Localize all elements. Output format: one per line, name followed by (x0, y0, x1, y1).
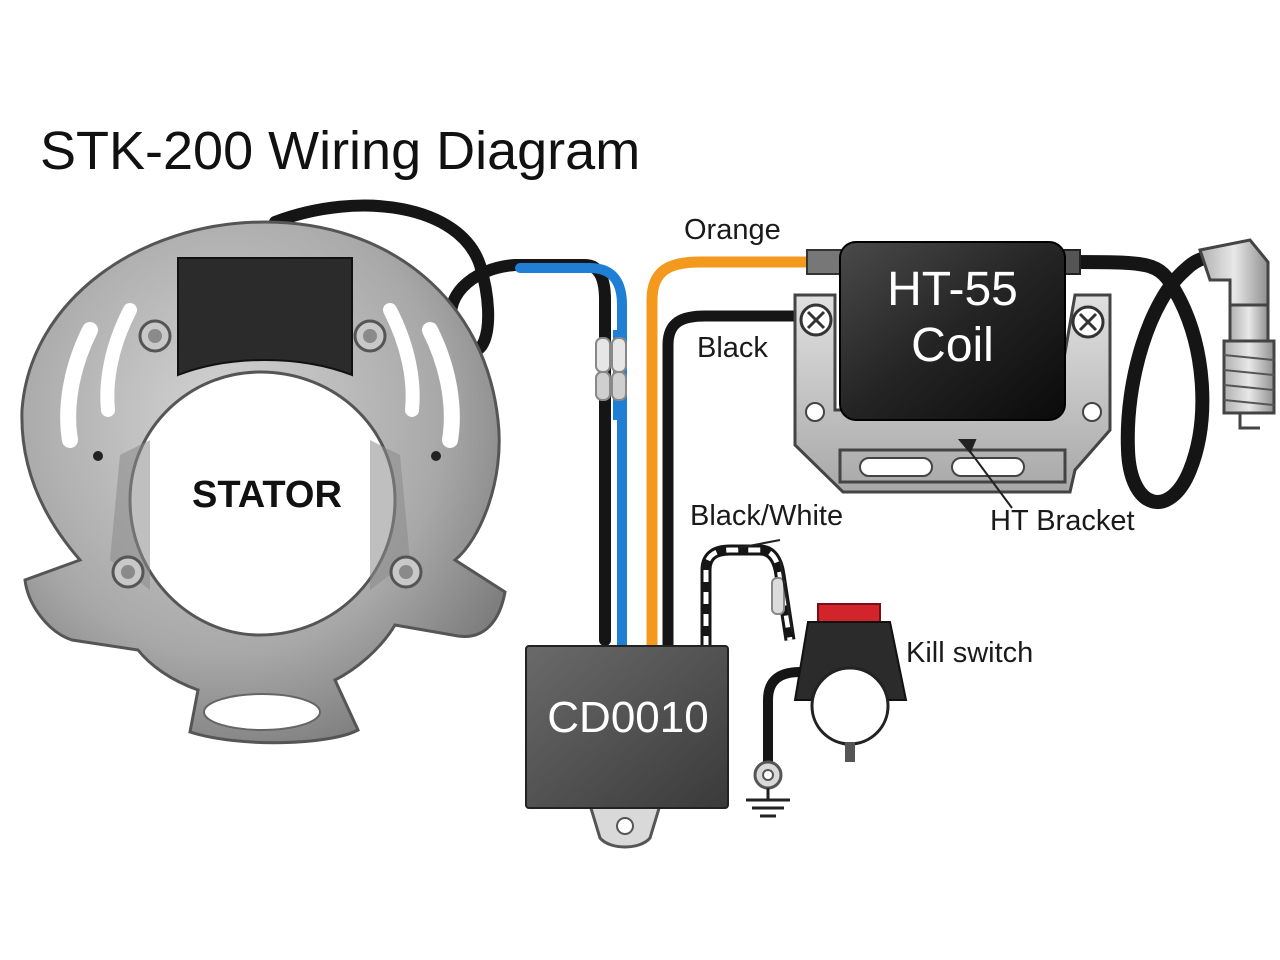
bullet-connectors (595, 337, 627, 401)
black-wire (662, 310, 806, 654)
coil-label-model: HT-55 (887, 263, 1018, 316)
orange-wire-label: Orange (684, 214, 781, 246)
ground-wire (753, 667, 801, 790)
pointer-lines (737, 439, 1013, 633)
spark-plug-cap (1198, 238, 1276, 430)
stator-screw-icon (111, 319, 423, 589)
black-white-wire (700, 544, 796, 648)
coil-label-type: Coil (911, 319, 994, 372)
black-white-wire-label: Black/White (690, 500, 844, 532)
stator (20, 220, 507, 745)
ht-bracket-label: HT Bracket (990, 505, 1135, 537)
ht-lead (1063, 250, 1232, 509)
ht-coil (806, 241, 1081, 421)
black-wire-label: Black (697, 332, 768, 364)
kill-switch (793, 603, 908, 762)
cdi-label: CD0010 (547, 693, 709, 742)
ground-symbol-icon (746, 788, 790, 818)
orange-wire (646, 256, 821, 654)
coil-label: HT-55 Coil (845, 262, 1060, 374)
stator-label: STATOR (192, 474, 342, 516)
bracket-screw-icon (799, 303, 1105, 339)
diagram-title: STK-200 Wiring Diagram (40, 121, 641, 181)
ht-bracket (793, 293, 1112, 494)
cdi-unit (525, 645, 729, 849)
kill-switch-label: Kill switch (906, 637, 1034, 669)
